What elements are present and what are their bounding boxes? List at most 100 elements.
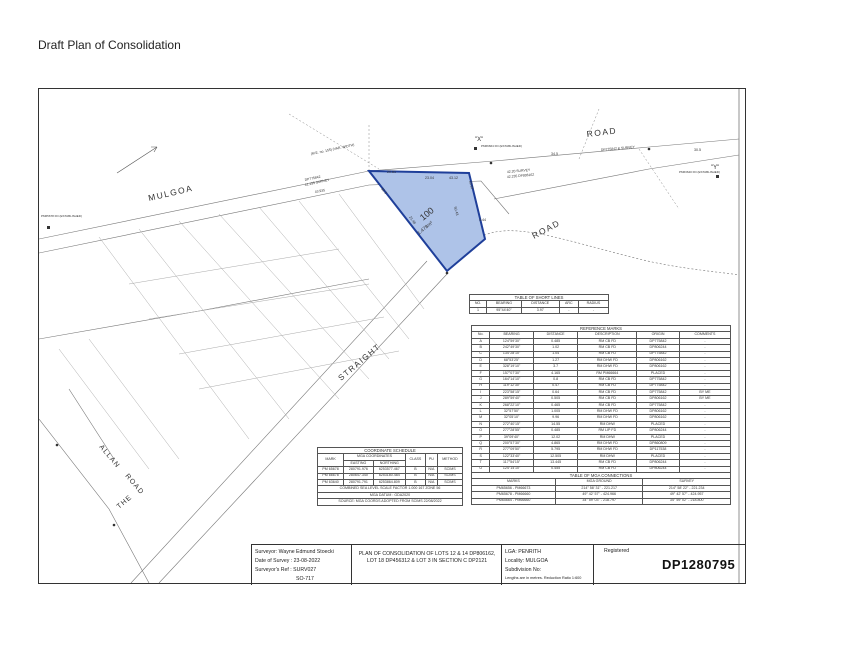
table-cell: - bbox=[678, 363, 732, 371]
table-cell: - bbox=[678, 401, 732, 410]
table-cell: RM CB FD bbox=[577, 465, 638, 474]
boundary-label: 50.43 bbox=[453, 206, 459, 216]
table-cell: RM CB FD bbox=[577, 337, 638, 346]
table-cell: G bbox=[470, 376, 491, 384]
table-header: ARC bbox=[558, 300, 579, 308]
table-header: No. bbox=[470, 331, 491, 339]
table-cell: BY ME bbox=[678, 388, 732, 397]
misc-label: (M.E. no. 155) (VAR. WIDTH) bbox=[310, 143, 354, 156]
table-cell: 214° 58' 22" - 221.234 bbox=[642, 484, 731, 493]
registered-label: Registered bbox=[604, 548, 630, 554]
table-cell: - bbox=[678, 344, 732, 352]
table-cell: - bbox=[678, 452, 732, 461]
table-cell: - bbox=[678, 427, 732, 435]
table-header: COMMENTS bbox=[678, 331, 732, 339]
table-cell: - bbox=[678, 433, 732, 442]
pm65678-symbol bbox=[47, 226, 50, 229]
pm66664-symbol bbox=[474, 147, 477, 150]
pm63640-symbol bbox=[716, 175, 719, 178]
table-header: METHOD bbox=[436, 453, 464, 468]
table-cell: E bbox=[470, 363, 491, 371]
boundary-label: 4.44 bbox=[479, 218, 486, 222]
the-straight-road-lines bbox=[39, 260, 448, 583]
table-caption: REFERENCE MARKS bbox=[471, 324, 731, 333]
table-cell: PM 66678 bbox=[316, 472, 345, 480]
table-cell: - bbox=[558, 306, 579, 315]
table-row: SOURCE: MGA COORDS ADOPTED FROM SCIMS 22… bbox=[317, 498, 463, 506]
table-cell: RM DHW bbox=[577, 433, 638, 442]
table-cell: - bbox=[678, 350, 732, 358]
plan-title: PLAN OF CONSOLIDATION OF LOTS 12 & 14 DP… bbox=[358, 551, 496, 564]
table-row: COMBINED SEA LEVEL SCALE FACTOR 1.000 16… bbox=[317, 485, 463, 493]
page-heading: Draft Plan of Consolidation bbox=[38, 38, 181, 52]
boundary-label: 30.5 bbox=[694, 148, 701, 152]
table-header: CLASS bbox=[404, 453, 426, 468]
table-cell: RM CB FD bbox=[577, 376, 638, 384]
table-cell: RM CB FD bbox=[577, 401, 638, 410]
table-cell: 6253864.809 bbox=[372, 478, 406, 487]
plan-drawing: MULGOA ROAD ROAD STRAIGHT ALLAN ROAD THE… bbox=[39, 89, 740, 583]
table-cell: RM DHW FD bbox=[577, 408, 638, 416]
table-cell: RM DHW FD bbox=[577, 446, 638, 454]
table-cell: SCIMS bbox=[436, 466, 464, 474]
table-cell: H bbox=[470, 382, 491, 390]
table-cell: P bbox=[470, 433, 491, 442]
pm65678-label: PM65678 FD (ESTABLISHED) bbox=[41, 214, 82, 218]
table-cell: RM CB FD bbox=[577, 388, 638, 397]
short-lines-table: TABLE OF SHORT LINES NO. BEARING DISTANC… bbox=[468, 293, 610, 315]
surveyor-name: Surveyor: Wayne Edmund Stoecki bbox=[255, 549, 334, 555]
road-label-mulgoa: MULGOA bbox=[147, 183, 194, 203]
misc-label: DP775842 bbox=[304, 175, 321, 182]
table-cell: - bbox=[678, 337, 732, 346]
reference-mark-symbols bbox=[47, 147, 719, 527]
lga: LGA: PENRITH bbox=[505, 549, 542, 555]
mulgoa-road-lines bbox=[39, 138, 740, 276]
table-cell: - bbox=[678, 356, 732, 365]
table-caption: TABLE OF MGA CONNECTIONS bbox=[471, 471, 731, 480]
table-footnote: MGA DATUM : GDA2020 bbox=[317, 491, 463, 500]
table-cell: 34° 59' 02" - 218.800 bbox=[642, 497, 731, 505]
table-cell: R bbox=[470, 446, 491, 454]
table-row: 1 95°44'40" 3.97 - - bbox=[468, 306, 610, 315]
table-header: PU bbox=[424, 453, 438, 468]
table-cell: 3.97 bbox=[520, 306, 560, 315]
road-label-road-east: ROAD bbox=[530, 218, 562, 241]
boundary-label: 20.61 bbox=[387, 170, 396, 174]
table-cell: I bbox=[470, 388, 491, 397]
surveyor-cell: Surveyor: Wayne Edmund Stoecki Date of S… bbox=[251, 545, 351, 585]
table-cell: T bbox=[470, 459, 491, 467]
table-cell: RM CB FD bbox=[577, 382, 638, 390]
table-cell: PM 65678 bbox=[316, 466, 345, 474]
table-cell: U bbox=[470, 465, 491, 474]
boundary-label: 21.48 bbox=[408, 215, 416, 225]
lengths-note: Lengths are in metres. Reduction Ratio 1… bbox=[505, 576, 582, 580]
subdivision-no: Subdivision No: bbox=[505, 567, 542, 573]
table-cell: RM DHW bbox=[577, 452, 638, 461]
dashed-lines bbox=[288, 108, 680, 210]
table-cell: 34° 59' 03" - 218.797 bbox=[554, 497, 644, 505]
table-cell: - bbox=[678, 414, 732, 422]
boundary-label: 34.5 bbox=[551, 152, 558, 156]
table-cell: O bbox=[470, 427, 491, 435]
misc-label: DP775842 & SURVEY bbox=[601, 145, 636, 152]
mark-x-label: "X" bbox=[475, 137, 483, 143]
table-cell: RM CB FD bbox=[577, 459, 638, 467]
table-cell: RM DHW FD bbox=[577, 439, 638, 448]
table-cell: RM CB FD bbox=[577, 344, 638, 352]
table-cell: PM65664 - PM66660 bbox=[471, 497, 556, 505]
